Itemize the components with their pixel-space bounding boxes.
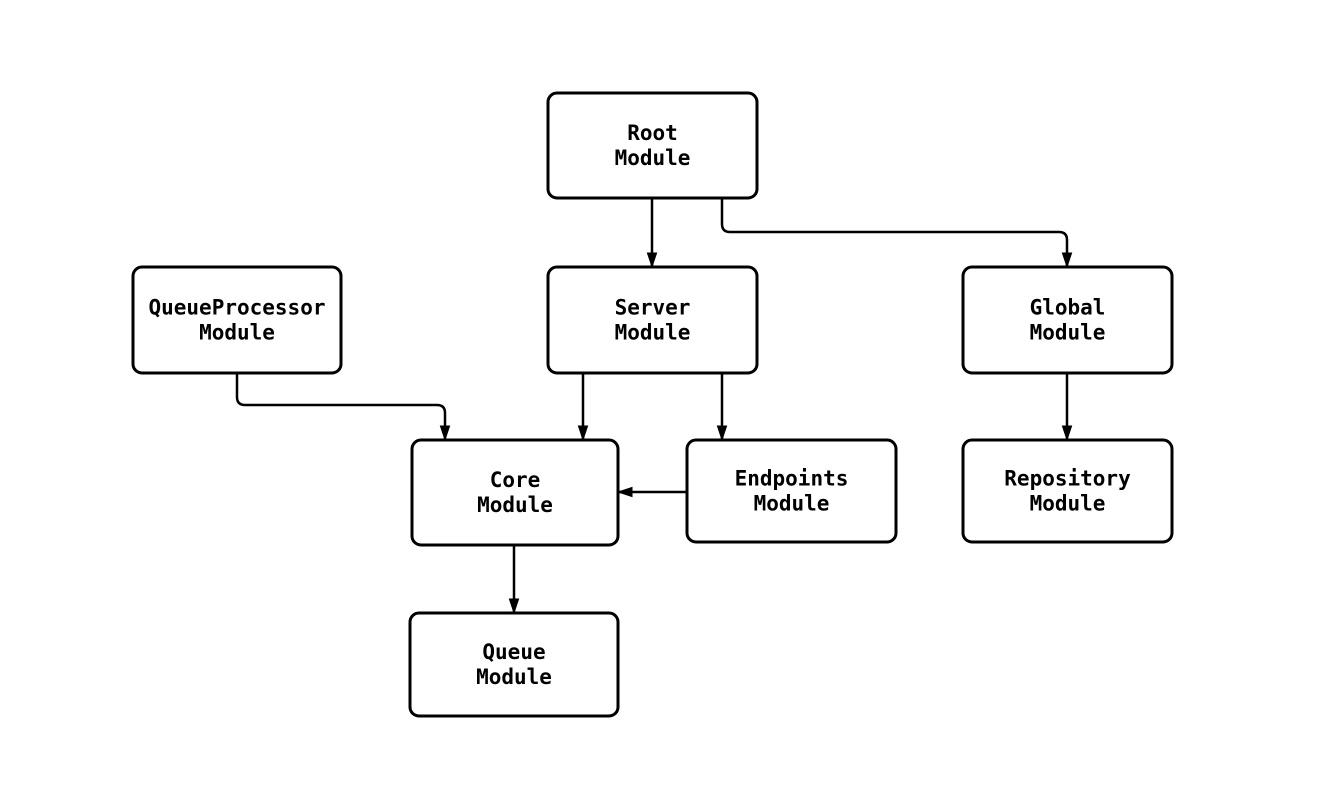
node-queue-box xyxy=(408,611,620,718)
node-core-box xyxy=(410,438,620,547)
node-endpoints-box xyxy=(685,438,898,544)
node-root-box xyxy=(546,91,759,200)
edge-root-to-global xyxy=(720,198,1073,269)
edge-queueprocessor-to-core xyxy=(235,373,451,442)
node-global-box xyxy=(961,265,1174,375)
node-queueprocessor-box xyxy=(131,265,343,375)
node-server-box xyxy=(546,265,759,375)
node-repository-box xyxy=(961,438,1174,544)
